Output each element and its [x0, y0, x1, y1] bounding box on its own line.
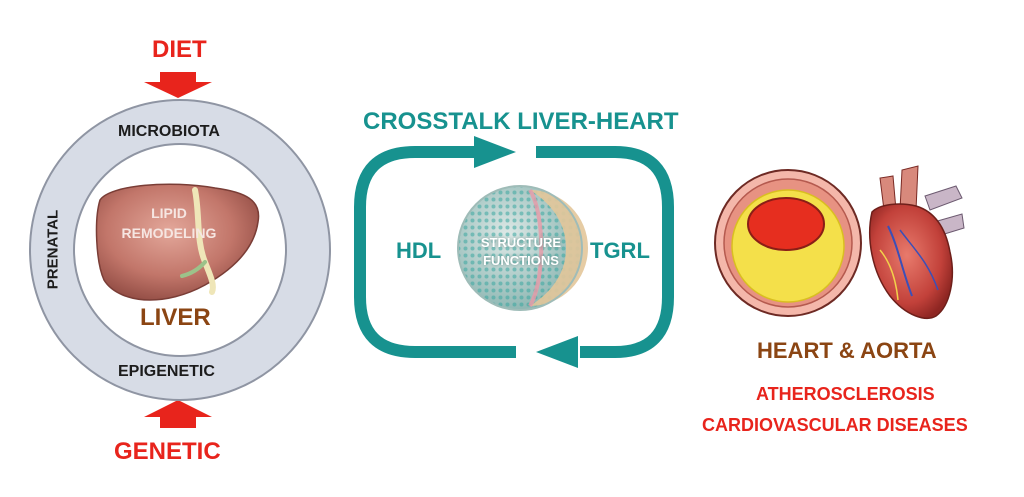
prenatal-label: PRENATAL — [44, 209, 62, 290]
genetic-label: GENETIC — [114, 438, 221, 465]
hdl-label: HDL — [396, 238, 442, 263]
factor-ring — [30, 100, 330, 400]
tgrl-label: TGRL — [590, 238, 650, 263]
liver-illustration — [95, 183, 260, 301]
structure-functions-label: STRUCTURE FUNCTIONS — [480, 235, 562, 268]
atherosclerosis-label: ATHEROSCLEROSIS — [756, 384, 935, 404]
crosstalk-loop — [354, 146, 674, 358]
liver-label: LIVER — [140, 304, 211, 331]
genetic-arrow — [144, 400, 212, 428]
microbiota-label: MICROBIOTA — [118, 123, 220, 140]
factor-ring-outer-edge — [29, 99, 331, 401]
top-arrowhead — [474, 136, 516, 168]
lipoprotein-particle — [457, 185, 588, 311]
epigenetic-label: EPIGENETIC — [118, 363, 215, 380]
diet-arrow — [144, 72, 212, 98]
cardiovascular-diseases-label: CARDIOVASCULAR DISEASES — [702, 415, 968, 435]
lipid-remodeling-label: LIPID REMODELING — [121, 205, 217, 241]
crosstalk-title: CROSSTALK LIVER-HEART — [363, 108, 679, 135]
heart-aorta-label: HEART & AORTA — [757, 338, 937, 363]
aorta-cross-section — [714, 169, 862, 317]
bottom-arrowhead — [536, 336, 578, 368]
diet-label: DIET — [152, 36, 207, 63]
heart-illustration — [869, 165, 965, 319]
